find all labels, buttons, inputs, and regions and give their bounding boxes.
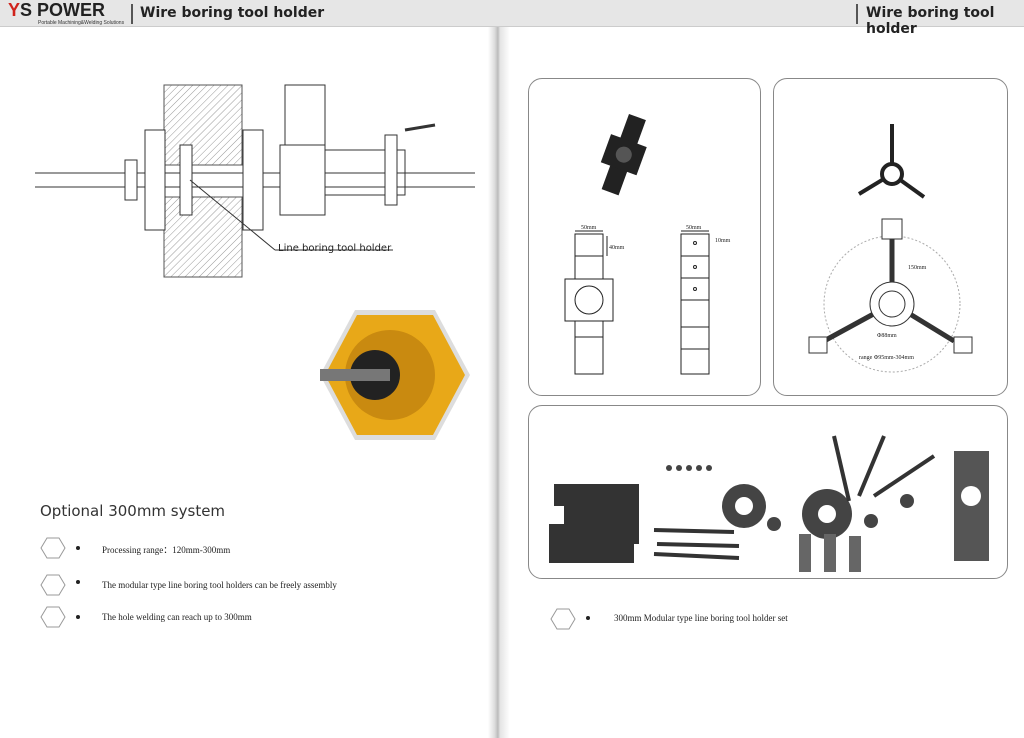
section-title: Optional 300mm system xyxy=(40,502,226,520)
logo-tagline: Portable Machining&Welding Solutions xyxy=(38,20,125,26)
bullet-dot xyxy=(76,580,80,584)
hexagon-bullet-icon xyxy=(40,574,66,596)
page-title-right: Wire boring tool holder xyxy=(866,5,995,37)
dimension-drawing-panel: 50mm 40mm 50mm 10mm xyxy=(528,78,761,396)
machine-diagram xyxy=(35,84,475,278)
page-gutter xyxy=(488,27,510,738)
page-title-left: Wire boring tool holder xyxy=(140,5,325,21)
brand-logo: YS POWER Portable Machining&Welding Solu… xyxy=(8,1,126,27)
divider xyxy=(131,4,133,24)
logo-text: S POWER xyxy=(20,0,106,20)
dim-width-a: 50mm xyxy=(581,225,597,231)
dim-width-b: 50mm xyxy=(686,225,702,231)
spider-drawing-panel: 150mm Φ88mm range Φ95mm-304mm xyxy=(773,78,1008,396)
hexagon-bullet-icon xyxy=(40,606,66,628)
header-bar: YS POWER Portable Machining&Welding Solu… xyxy=(0,0,1024,37)
bullet-dot xyxy=(586,616,590,620)
dim-height-a: 40mm xyxy=(609,245,625,251)
hexagon-bullet-icon xyxy=(550,608,576,630)
hexagon-bullet-icon xyxy=(40,537,66,559)
dim-hole-b: 10mm xyxy=(715,238,731,244)
dim-arm-length: 150mm xyxy=(908,265,927,271)
bullet-text: Processing range：120mm-300mm xyxy=(102,545,231,555)
tool-holder-photo xyxy=(320,310,470,440)
bullet-dot xyxy=(76,615,80,619)
parts-set-photo-panel xyxy=(528,405,1008,579)
bullet-text: The hole welding can reach up to 300mm xyxy=(102,612,252,622)
divider xyxy=(856,4,858,24)
logo-initial: Y xyxy=(8,0,21,20)
bullet-text: The modular type line boring tool holder… xyxy=(102,580,337,590)
dim-bore-diameter: Φ88mm xyxy=(877,333,897,339)
set-caption: 300mm Modular type line boring tool hold… xyxy=(614,613,788,623)
bullet-dot xyxy=(76,546,80,550)
dim-range: range Φ95mm-304mm xyxy=(859,355,914,361)
diagram-callout: Line boring tool holder xyxy=(278,243,392,254)
